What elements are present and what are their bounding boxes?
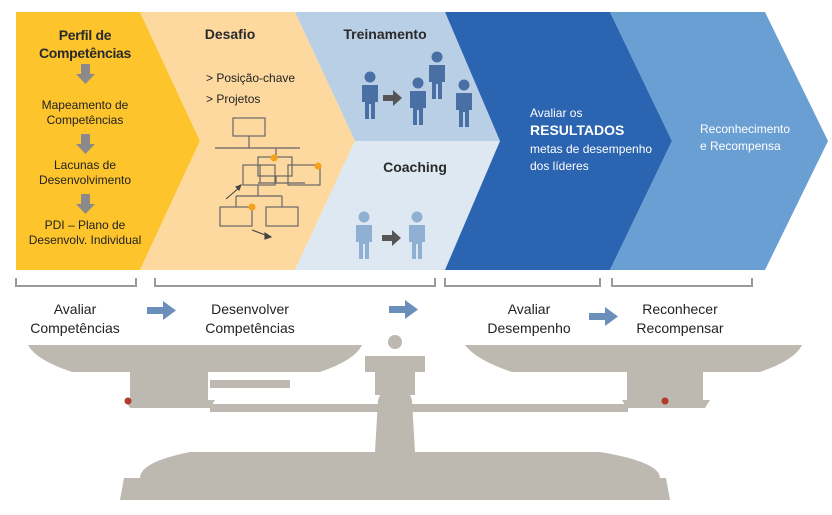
right-arrow-icon	[383, 90, 402, 106]
bottom-label-assess-competencies: Avaliar Competências	[30, 301, 120, 336]
flow-arrow-icon	[147, 301, 176, 320]
flow-arrow-icon	[589, 307, 618, 326]
training-people-group	[362, 51, 472, 127]
stage-recognition	[610, 12, 828, 270]
stage-challenge-item-2: > Projetos	[206, 92, 261, 106]
stage-challenge	[140, 12, 355, 270]
right-arrow-icon	[382, 230, 401, 246]
stage-profile-title: Perfil de Competências	[38, 27, 132, 61]
bottom-label-recognize: Reconhecer Recompensar	[636, 301, 724, 336]
stage-training	[295, 12, 500, 141]
bracket-assess-competencies	[15, 278, 137, 287]
stage-recognition-line1: Reconhecimento	[700, 122, 791, 136]
down-arrow-icon	[76, 134, 95, 154]
balance-scale-icon	[28, 335, 802, 500]
stage-training-title: Treinamento	[343, 26, 427, 42]
scale-pin-icon	[124, 397, 669, 405]
person-icon	[410, 77, 426, 125]
stage-profile	[16, 12, 200, 270]
person-icon	[356, 211, 372, 259]
person-icon	[456, 79, 472, 127]
person-icon	[362, 71, 378, 119]
stage-results-line1: Avaliar os	[530, 106, 583, 120]
stage-results-line3: metas de desempenho	[530, 142, 653, 156]
org-chart-dot	[270, 154, 278, 162]
down-arrow-icon	[76, 194, 95, 214]
person-icon	[429, 51, 445, 99]
bracket-assess-performance	[444, 278, 601, 287]
stage-profile-item-1: Mapeamento de Competências	[41, 98, 129, 127]
stage-challenge-item-1: > Posição-chave	[206, 71, 296, 85]
bracket-develop-competencies	[154, 278, 436, 287]
stage-results-line4: dos líderes	[530, 159, 589, 173]
stage-coaching	[295, 141, 500, 270]
stage-results-line2: RESULTADOS	[530, 122, 625, 138]
down-arrow-icon	[76, 64, 95, 84]
stage-profile-item-3: PDI – Plano de Desenvolv. Individual	[28, 218, 142, 247]
stage-results	[445, 12, 672, 270]
bracket-recognize	[611, 278, 753, 287]
stage-recognition-line2: e Recompensa	[700, 139, 781, 153]
bottom-label-assess-performance: Avaliar Desempenho	[487, 301, 571, 336]
move-arrow-icon	[225, 184, 273, 240]
stage-challenge-title: Desafio	[204, 26, 256, 42]
org-chart-dot	[314, 162, 322, 170]
bottom-label-develop-competencies: Desenvolver Competências	[205, 301, 295, 336]
flow-arrow-icon	[389, 300, 418, 319]
org-chart-icon	[215, 117, 321, 227]
person-icon	[409, 211, 425, 259]
org-chart-dot	[248, 203, 256, 211]
stage-coaching-title: Coaching	[383, 159, 447, 175]
coaching-people-group	[356, 211, 425, 259]
stage-profile-item-2: Lacunas de Desenvolvimento	[38, 158, 132, 187]
